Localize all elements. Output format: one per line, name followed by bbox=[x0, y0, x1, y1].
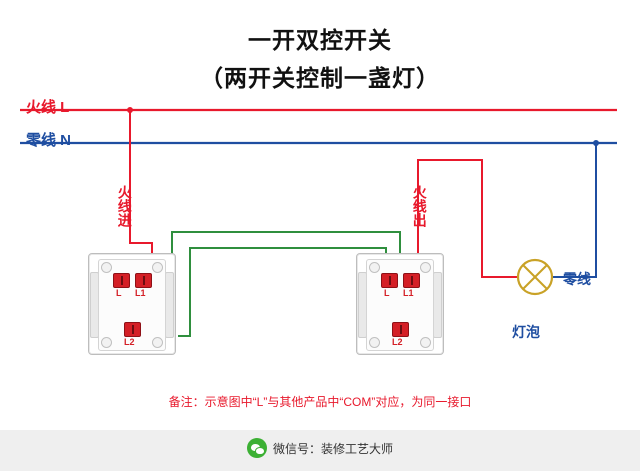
terminal-right-L[interactable] bbox=[381, 273, 398, 288]
screw-icon bbox=[369, 337, 380, 348]
switch-left[interactable]: L L1 L2 bbox=[88, 253, 176, 355]
terminal-right-L1[interactable] bbox=[403, 273, 420, 288]
bulb-label: 灯泡 bbox=[512, 324, 540, 340]
terminal-slot-icon bbox=[388, 276, 391, 285]
terminal-right-L1-label: L1 bbox=[403, 288, 414, 298]
neutral-right-label: 零线 bbox=[563, 271, 591, 287]
screw-icon bbox=[101, 337, 112, 348]
terminal-slot-icon bbox=[120, 276, 123, 285]
terminal-slot-icon bbox=[142, 276, 145, 285]
terminal-left-L2-label: L2 bbox=[124, 337, 135, 347]
screw-icon bbox=[420, 337, 431, 348]
terminal-left-L-label: L bbox=[116, 288, 122, 298]
live-out-label: 火线出 bbox=[408, 185, 430, 230]
screw-icon bbox=[101, 262, 112, 273]
screw-icon bbox=[152, 337, 163, 348]
screw-icon bbox=[152, 262, 163, 273]
terminal-slot-icon bbox=[399, 325, 402, 334]
terminal-right-L-label: L bbox=[384, 288, 390, 298]
footer-text: 微信号：装修工艺大师 bbox=[272, 441, 394, 456]
terminal-left-L1-label: L1 bbox=[135, 288, 146, 298]
neutral-line-label: 零线 N bbox=[26, 132, 72, 149]
footer-content: 微信号：装修工艺大师 bbox=[246, 438, 394, 458]
bulb-icon bbox=[516, 258, 554, 296]
junction-dot-neutral bbox=[593, 140, 599, 146]
neutral-to-bulb bbox=[551, 143, 597, 278]
switch-left-body: L L1 L2 bbox=[98, 259, 166, 351]
terminal-left-L1[interactable] bbox=[135, 273, 152, 288]
traveller-wire-1 bbox=[171, 231, 401, 272]
live-in-label: 火线进 bbox=[113, 185, 135, 230]
screw-icon bbox=[420, 262, 431, 273]
live-out-text: 火线出 bbox=[411, 185, 428, 227]
junction-dot-live bbox=[127, 107, 133, 113]
page-title-line1: 一开双控开关 bbox=[248, 27, 392, 53]
live-line-label: 火线 L bbox=[26, 99, 70, 116]
live-in-text: 火线进 bbox=[116, 185, 133, 227]
note-text: 备注：示意图中“L”与其他产品中“COM”对应，为同一接口 bbox=[168, 395, 472, 409]
switch-right-bracket-right bbox=[433, 272, 442, 338]
terminal-right-L2-label: L2 bbox=[392, 337, 403, 347]
live-out-riser bbox=[417, 159, 519, 278]
switch-left-bracket-right bbox=[165, 272, 174, 338]
switch-right[interactable]: L L1 L2 bbox=[356, 253, 444, 355]
terminal-left-L[interactable] bbox=[113, 273, 130, 288]
terminal-left-L2[interactable] bbox=[124, 322, 141, 337]
footer-bar bbox=[0, 430, 640, 471]
wechat-icon bbox=[246, 438, 267, 458]
terminal-right-L2[interactable] bbox=[392, 322, 409, 337]
page-title-line2: （两开关控制一盏灯） bbox=[200, 65, 440, 91]
switch-right-body: L L1 L2 bbox=[366, 259, 434, 351]
terminal-slot-icon bbox=[410, 276, 413, 285]
screw-icon bbox=[369, 262, 380, 273]
terminal-slot-icon bbox=[131, 325, 134, 334]
